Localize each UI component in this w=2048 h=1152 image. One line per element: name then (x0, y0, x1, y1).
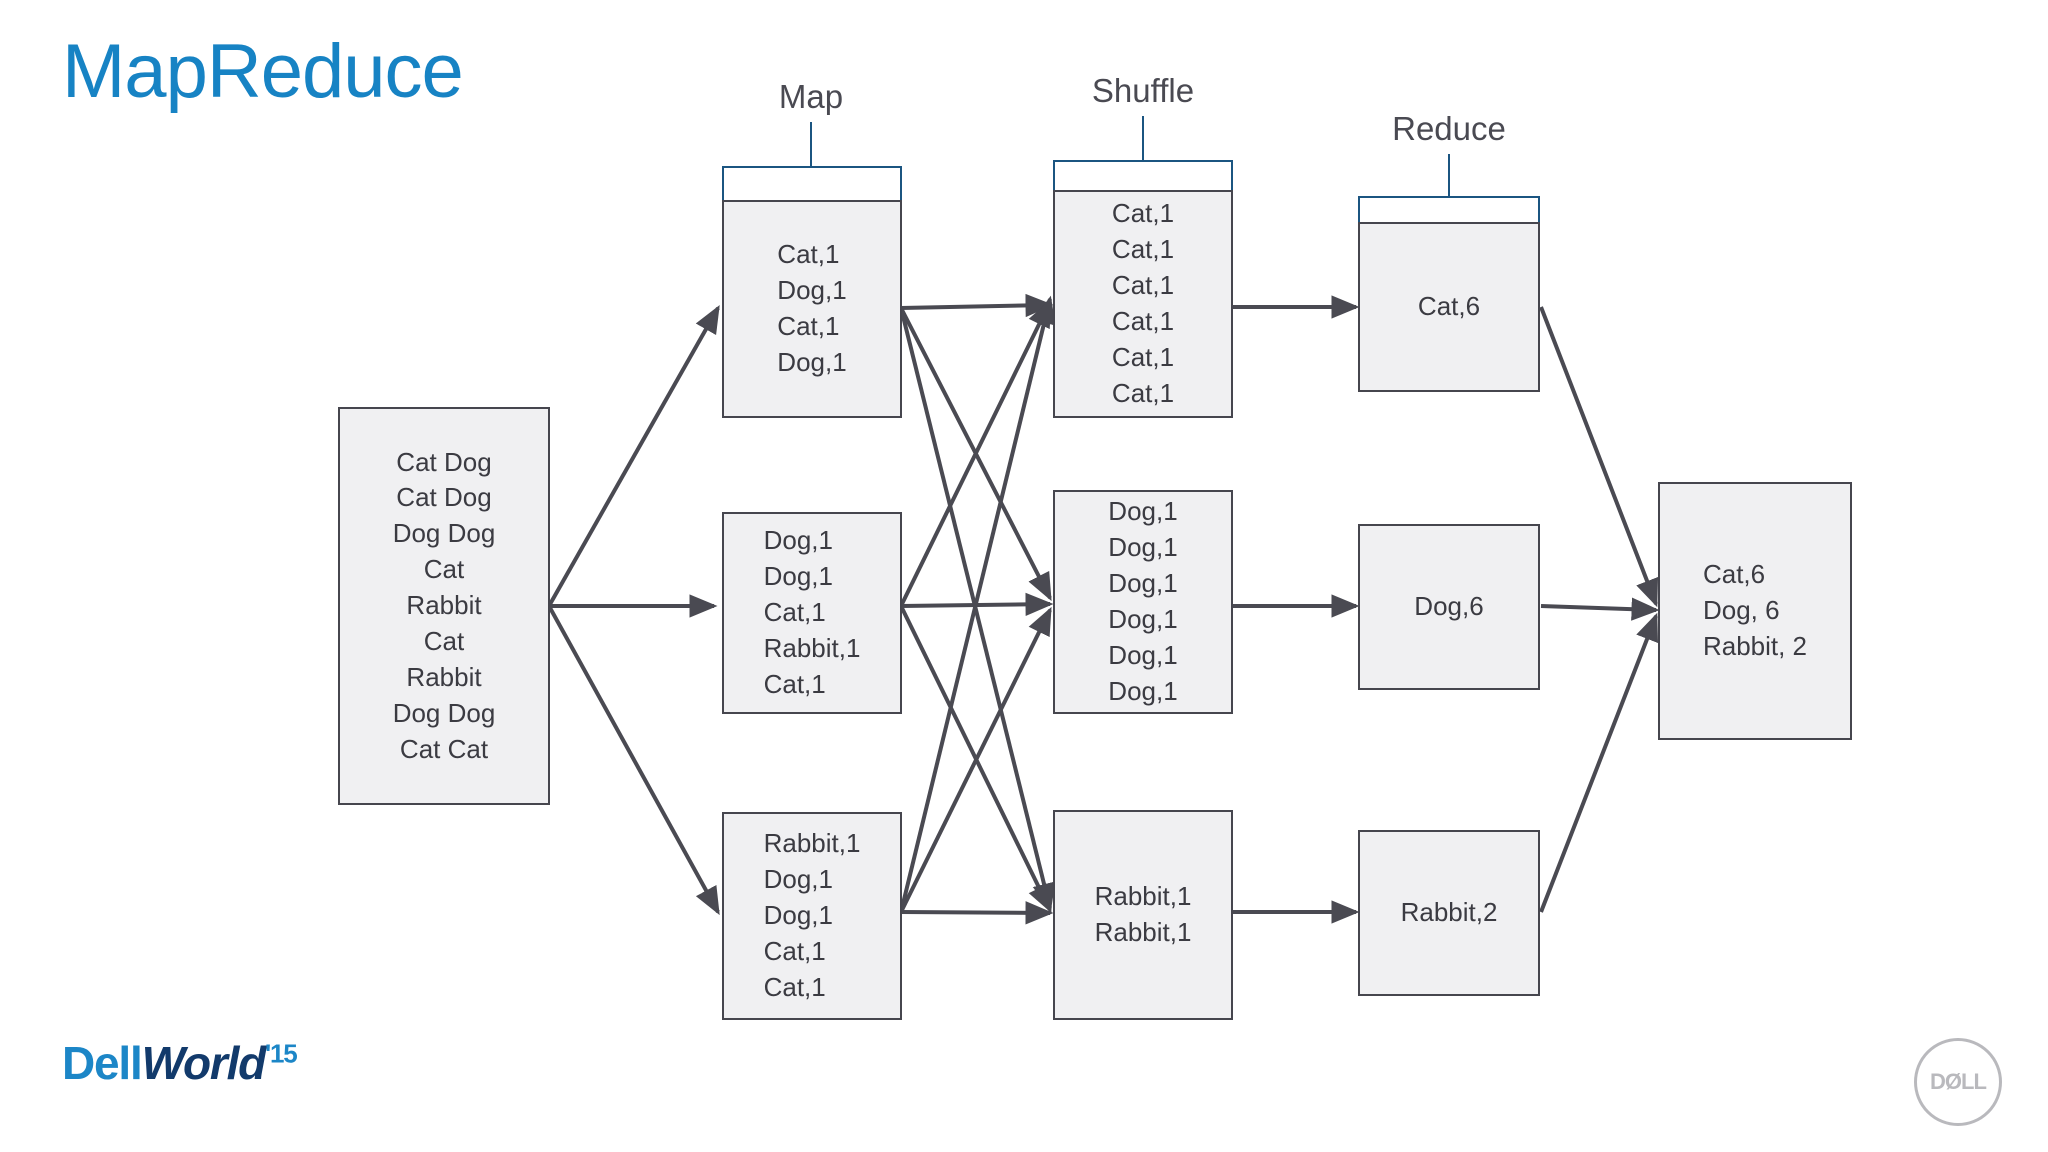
stage-label-shuffle: Shuffle (1091, 72, 1195, 109)
dellworld-logo: DellWorld'15 (62, 1037, 298, 1089)
shuffle-box-2-text: Dog,1 Dog,1 Dog,1 Dog,1 Dog,1 Dog,1 (1108, 496, 1178, 706)
shuffle-box-1-text: Cat,1 Cat,1 Cat,1 Cat,1 Cat,1 Cat,1 (1111, 198, 1175, 408)
reduce-box-3: Rabbit,2 (1358, 830, 1540, 996)
reduce-box-1: Cat,6 (1358, 222, 1540, 392)
reduce-box-1-text: Cat,6 (1417, 291, 1481, 322)
map-box-3: Rabbit,1 Dog,1 Dog,1 Cat,1 Cat,1 (722, 812, 902, 1020)
shuffle-box-3-text: Rabbit,1 Rabbit,1 (1094, 881, 1192, 947)
bracket-stem-map (810, 122, 812, 168)
dell-logo: DØLL (1914, 1038, 2002, 1126)
reduce-box-2: Dog,6 (1358, 524, 1540, 690)
page-title: MapReduce (62, 29, 464, 114)
dellworld-world-text: World (141, 1037, 267, 1089)
stage-bracket-reduce (1358, 196, 1540, 240)
dell-logo-wordmark: DØLL (1930, 1069, 1987, 1094)
stage-bracket-shuffle (1053, 160, 1233, 204)
dell-logo-ring-icon (1914, 1038, 2002, 1126)
shuffle-box-1: Cat,1 Cat,1 Cat,1 Cat,1 Cat,1 Cat,1 (1053, 190, 1233, 418)
reduce-box-3-text: Rabbit,2 (1400, 897, 1498, 928)
input-data-text: Cat Dog Cat Dog Dog Dog Cat Rabbit Cat R… (392, 446, 496, 764)
stage-bracket-map (722, 166, 902, 210)
map-box-1-text: Cat,1 Dog,1 Cat,1 Dog,1 (777, 239, 847, 377)
stage-label-map: Map (778, 78, 844, 115)
map-box-3-text: Rabbit,1 Dog,1 Dog,1 Cat,1 Cat,1 (763, 828, 861, 1002)
dellworld-year-text: '15 (265, 1038, 298, 1069)
shuffle-box-2: Dog,1 Dog,1 Dog,1 Dog,1 Dog,1 Dog,1 (1053, 490, 1233, 714)
dellworld-dell-text: Dell (62, 1037, 143, 1089)
output-box-text: Cat,6 Dog, 6 Rabbit, 2 (1702, 559, 1808, 661)
reduce-box-2-text: Dog,6 (1414, 591, 1484, 622)
input-data-box: Cat Dog Cat Dog Dog Dog Cat Rabbit Cat R… (338, 407, 550, 805)
output-box: Cat,6 Dog, 6 Rabbit, 2 (1658, 482, 1852, 740)
shuffle-box-3: Rabbit,1 Rabbit,1 (1053, 810, 1233, 1020)
map-box-1: Cat,1 Dog,1 Cat,1 Dog,1 (722, 200, 902, 418)
bracket-stem-reduce (1448, 154, 1450, 198)
map-box-2: Dog,1 Dog,1 Cat,1 Rabbit,1 Cat,1 (722, 512, 902, 714)
map-box-2-text: Dog,1 Dog,1 Cat,1 Rabbit,1 Cat,1 (763, 525, 861, 699)
bracket-stem-shuffle (1142, 116, 1144, 162)
stage-label-reduce: Reduce (1392, 110, 1506, 147)
